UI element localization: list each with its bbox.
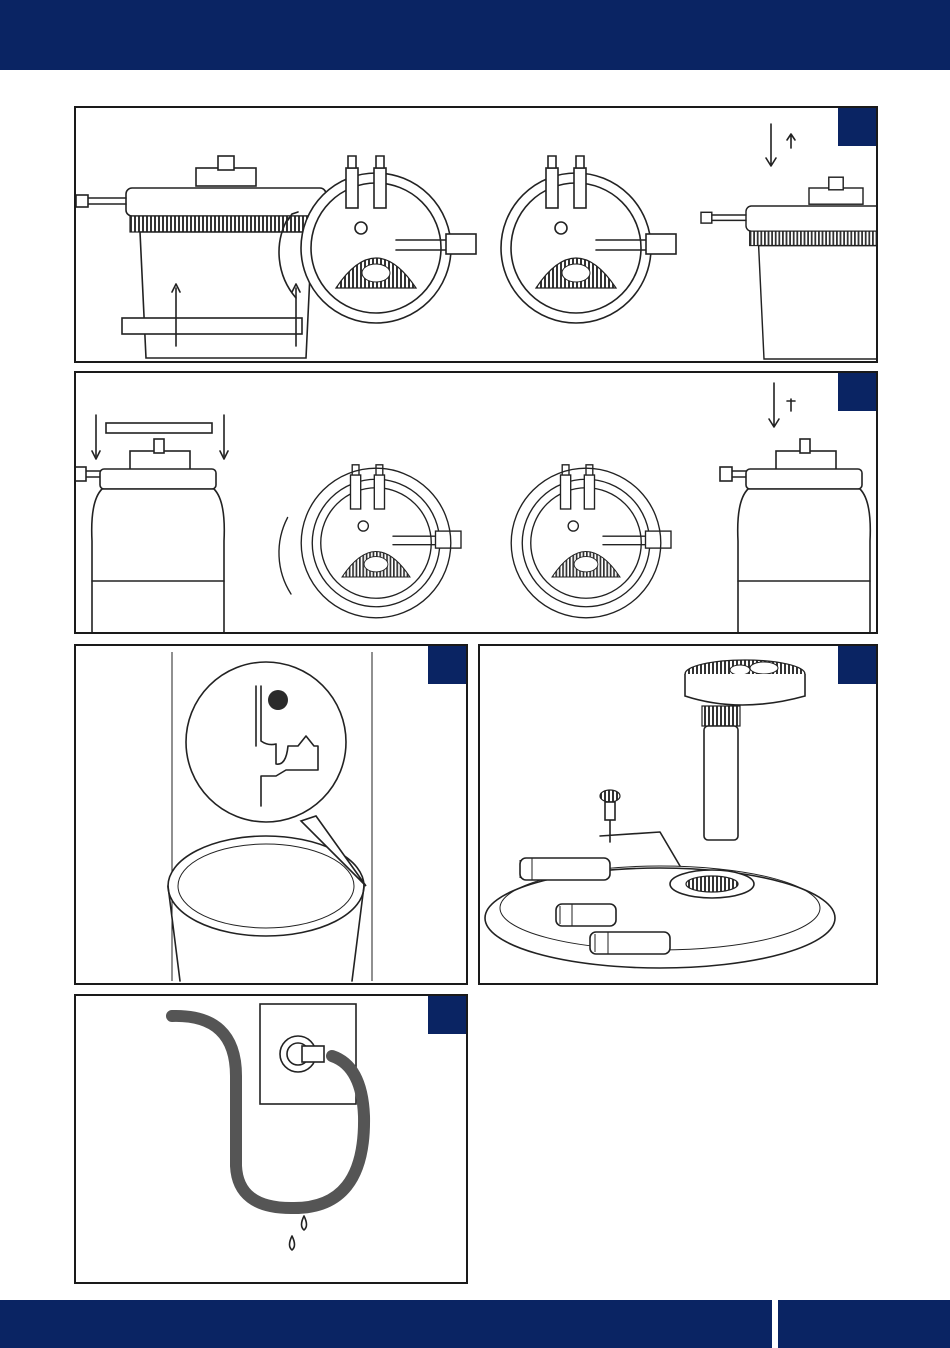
arrow-icon <box>769 383 795 427</box>
footer-page-tab <box>778 1300 950 1348</box>
drain-hose-icon <box>172 1004 364 1250</box>
figure-panel-4 <box>478 644 878 985</box>
seal-detail-icon <box>168 652 372 981</box>
lid-top-view-icon <box>501 156 676 323</box>
filter-tank-icon <box>701 177 878 359</box>
footer-bar <box>0 1300 772 1348</box>
figure-panel-5 <box>74 994 468 1284</box>
lid-top-view-icon <box>279 465 461 618</box>
filter-tank-icon <box>76 156 326 358</box>
filter-tank-icon <box>76 415 228 634</box>
figure-panel-1 <box>74 106 878 363</box>
arrow-icon <box>766 124 795 166</box>
header-bar <box>0 0 950 70</box>
figure-panel-3 <box>74 644 468 985</box>
lid-top-view-icon <box>511 465 671 618</box>
figure-panel-2 <box>74 371 878 634</box>
filter-lid-assembly-icon <box>485 660 835 968</box>
filter-tank-icon <box>720 439 870 634</box>
